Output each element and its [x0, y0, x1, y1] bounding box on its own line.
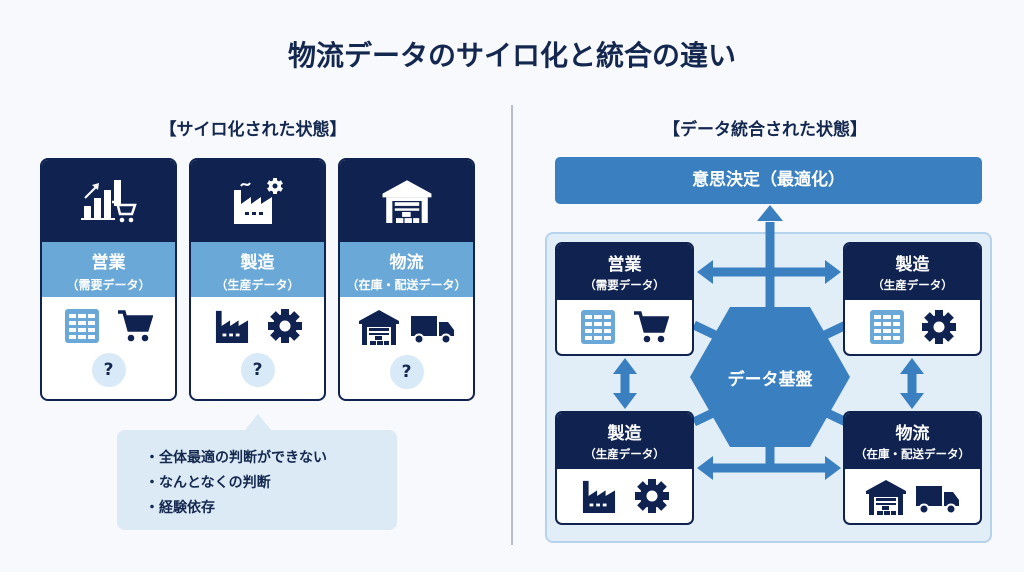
- card-subtitle: （生産データ）: [872, 278, 953, 292]
- callout-item: ・経験依存: [145, 500, 215, 516]
- table-icon: [581, 310, 615, 344]
- card-subtitle: （需要データ）: [66, 278, 151, 292]
- card-subtitle: （生産データ）: [584, 447, 665, 461]
- silo-card-logistics: 物流 （在庫・配送データ） ?: [338, 158, 475, 401]
- callout-item: ・全体最適の判断ができない: [145, 450, 327, 466]
- card-subtitle: （在庫・配送データ）: [346, 278, 467, 292]
- callout-item: ・なんとなくの判断: [145, 475, 271, 491]
- integrated-card-manufacturing-2: 製造 （生産データ）: [555, 411, 694, 525]
- card-title: 営業: [91, 253, 126, 273]
- integrated-card-sales: 営業 （需要データ）: [555, 242, 694, 356]
- card-title: 製造: [607, 424, 642, 444]
- card-title: 製造: [240, 253, 275, 273]
- page-title: 物流データのサイロ化と統合の違い: [287, 39, 736, 72]
- integrated-card-logistics: 物流 （在庫・配送データ）: [843, 411, 982, 525]
- integrated-heading: 【データ統合された状態】: [663, 120, 867, 140]
- table-icon: [870, 310, 904, 344]
- question-icon: ?: [240, 353, 275, 387]
- warehouse-icon: [866, 479, 906, 515]
- card-subtitle: （在庫・配送データ）: [855, 447, 970, 461]
- silo-heading: 【サイロ化された状態】: [159, 120, 347, 140]
- silo-card-sales: 営業 （需要データ） ?: [40, 158, 177, 401]
- integrated-card-manufacturing: 製造 （生産データ）: [843, 242, 982, 356]
- card-title: 営業: [607, 255, 642, 275]
- gear-icon: [922, 310, 956, 344]
- card-subtitle: （生産データ）: [215, 278, 300, 292]
- question-icon: ?: [389, 355, 424, 389]
- card-subtitle: （需要データ）: [584, 278, 665, 292]
- card-title: 製造: [895, 255, 930, 275]
- decision-box: 意思決定（最適化）: [555, 157, 982, 204]
- problems-callout: ・全体最適の判断ができない ・なんとなくの判断 ・経験依存: [117, 430, 397, 530]
- data-hub-label: データ基盤: [727, 370, 813, 390]
- data-hub-hexagon: [690, 307, 850, 447]
- truck-icon: [916, 484, 960, 514]
- section-divider: [511, 105, 513, 545]
- factory-icon: [581, 479, 617, 513]
- card-title: 物流: [389, 253, 424, 273]
- cart-icon: [633, 310, 669, 344]
- callout-pointer: [245, 414, 271, 430]
- card-title: 物流: [895, 424, 930, 444]
- gear-icon: [635, 479, 669, 513]
- silo-card-manufacturing: 製造 （生産データ） ?: [189, 158, 326, 401]
- question-icon: ?: [91, 353, 126, 387]
